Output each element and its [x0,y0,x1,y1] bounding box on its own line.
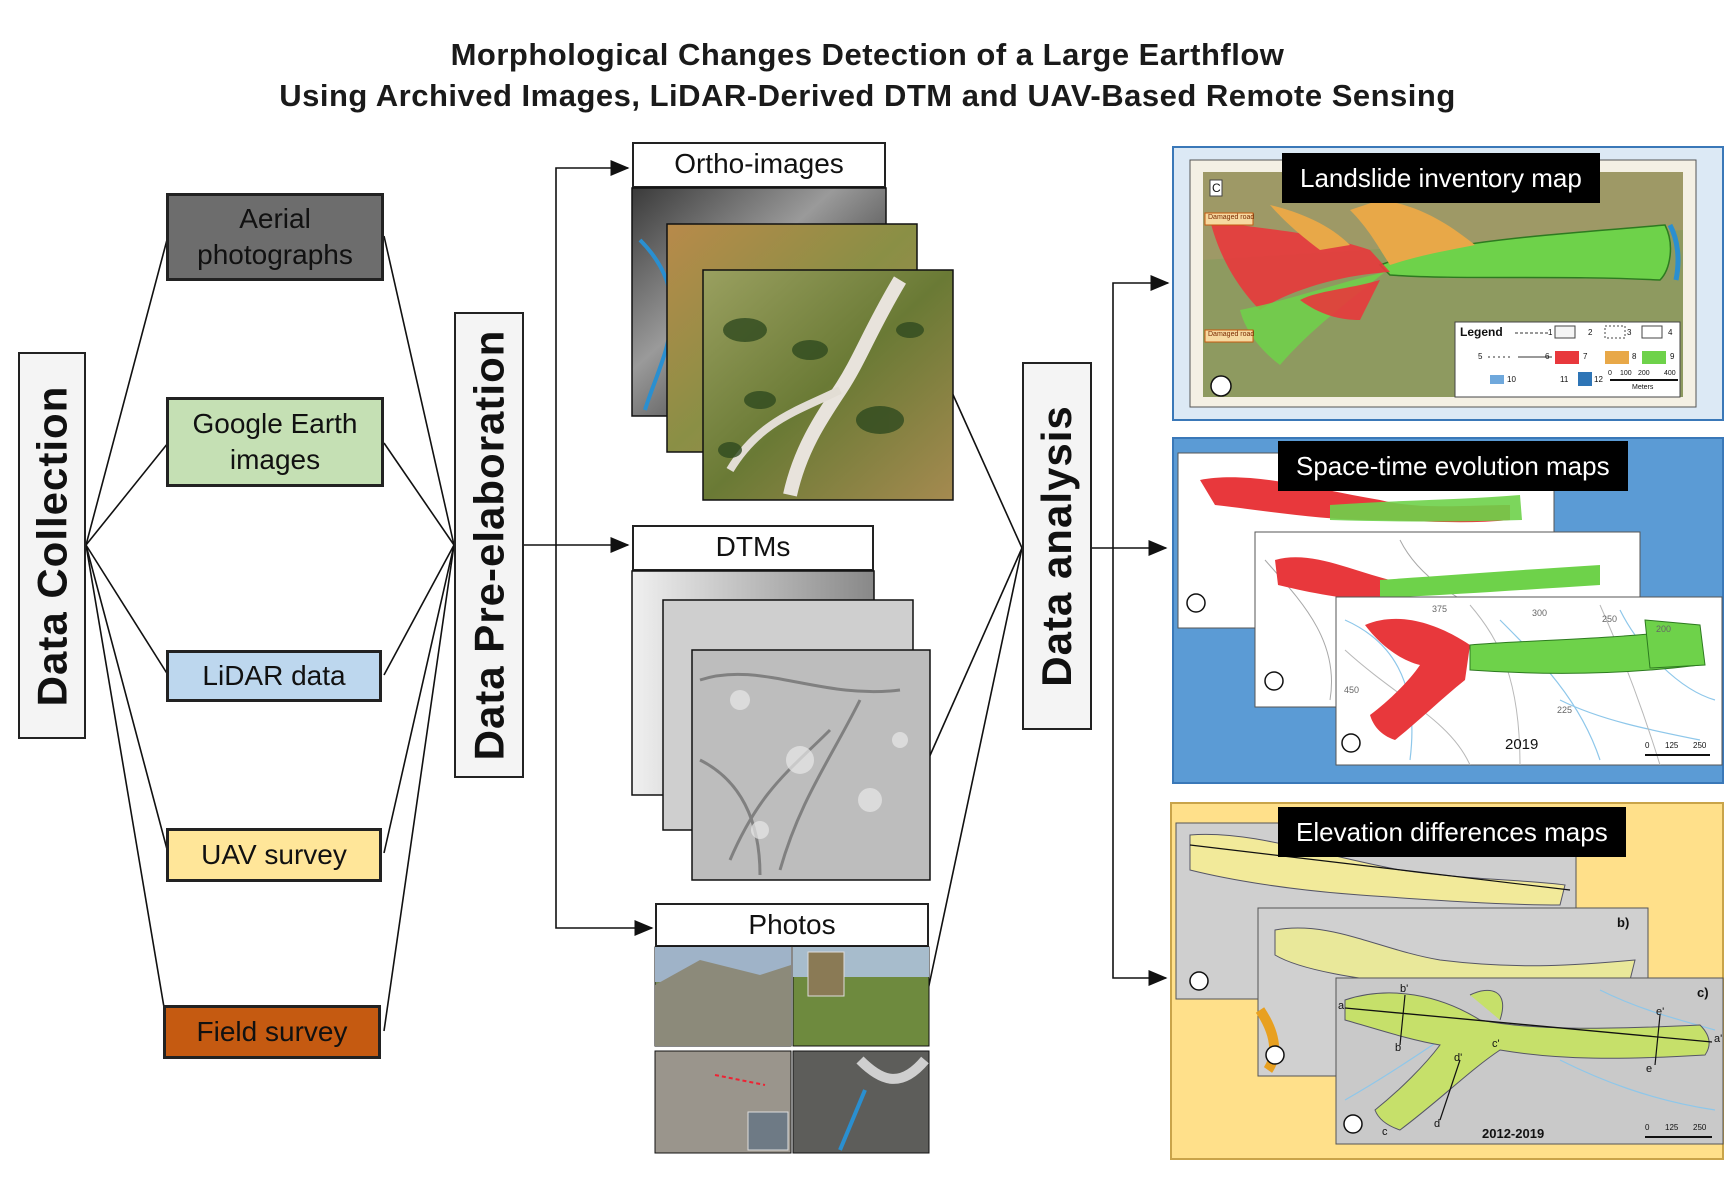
elevation-panel-b-label: b) [1617,915,1630,930]
inventory-legend-2: 2 [1588,328,1593,337]
inventory-legend-4: 4 [1668,328,1673,337]
elevation-years: 2012-2019 [1482,1126,1545,1141]
elevation-map-title: Elevation differences maps [1278,807,1626,857]
inventory-legend-7: 7 [1583,352,1588,361]
inventory-legend-8: 8 [1632,352,1637,361]
section-label-e-prime: e' [1656,1006,1665,1018]
elevation-scale-0: 0 [1645,1123,1650,1132]
inventory-legend-5: 5 [1478,352,1483,361]
source-uav: UAV survey [166,828,382,882]
source-field-survey: Field survey [163,1005,381,1059]
section-label-c: c [1382,1126,1388,1138]
section-label-a-prime: a' [1714,1033,1723,1045]
inventory-legend-6: 6 [1545,352,1550,361]
inventory-scale-unit: Meters [1632,384,1654,391]
source-aerial-photographs: Aerial photographs [166,193,384,281]
spacetime-scale-125: 125 [1665,741,1679,750]
source-field-label: Field survey [196,1016,348,1047]
section-label-b-prime: b' [1400,983,1409,995]
inventory-scale-100: 100 [1620,370,1632,377]
elevation-scale-125: 125 [1665,1123,1679,1132]
spacetime-map-title: Space-time evolution maps [1278,441,1628,491]
ortho-images-label: Ortho-images [632,142,886,188]
spacetime-contour-200: 200 [1656,624,1672,634]
section-label-d: d [1434,1118,1441,1130]
title-line-1: Morphological Changes Detection of a Lar… [450,37,1285,72]
inventory-legend-title: Legend [1460,325,1503,339]
data-analysis-box: Data analysis [1022,362,1092,730]
spacetime-contour-450: 450 [1344,685,1360,695]
spacetime-contour-250: 250 [1602,614,1618,624]
inventory-legend-9: 9 [1670,352,1675,361]
section-label-d-prime: d' [1454,1052,1463,1064]
source-uav-label: UAV survey [201,839,347,870]
inventory-map-title: Landslide inventory map [1282,153,1600,203]
inventory-legend-10: 10 [1507,375,1516,384]
inventory-scale-0: 0 [1608,370,1612,377]
section-label-e: e [1646,1063,1653,1075]
spacetime-scale-250: 250 [1693,741,1707,750]
inventory-road-label-2: Damaged road [1208,331,1255,338]
inventory-road-label-1: Damaged road [1208,214,1255,221]
source-google-label: Google Earth images [192,408,358,475]
inventory-scale-200: 200 [1638,370,1650,377]
diagram-title: Morphological Changes Detection of a Lar… [0,34,1735,116]
spacetime-contour-225: 225 [1557,705,1573,715]
data-collection-box: Data Collection [18,352,86,739]
spacetime-contour-300: 300 [1532,608,1548,618]
section-label-b: b [1395,1042,1402,1054]
section-label-a: a [1338,1000,1345,1012]
inventory-legend-12: 12 [1594,375,1603,384]
source-google-earth: Google Earth images [166,397,384,487]
source-lidar: LiDAR data [166,650,382,702]
inventory-label-c: C [1212,181,1221,195]
spacetime-year: 2019 [1505,736,1539,753]
source-lidar-label: LiDAR data [202,660,346,691]
elevation-panel-c-label: c) [1697,985,1709,1000]
elevation-scale-250: 250 [1693,1123,1707,1132]
inventory-legend-11: 11 [1560,375,1569,384]
data-preelaboration-box: Data Pre-elaboration [454,312,524,778]
spacetime-contour-375: 375 [1432,604,1448,614]
photos-label: Photos [655,903,929,947]
source-aerial-label: Aerial photographs [197,203,353,270]
spacetime-scale-0: 0 [1645,741,1650,750]
inventory-scale-400: 400 [1664,370,1676,377]
section-label-c-prime: c' [1492,1038,1500,1050]
inventory-legend-3: 3 [1627,328,1632,337]
dtms-label: DTMs [632,525,874,571]
title-line-2: Using Archived Images, LiDAR-Derived DTM… [279,78,1456,113]
inventory-legend-1: 1 [1548,328,1553,337]
